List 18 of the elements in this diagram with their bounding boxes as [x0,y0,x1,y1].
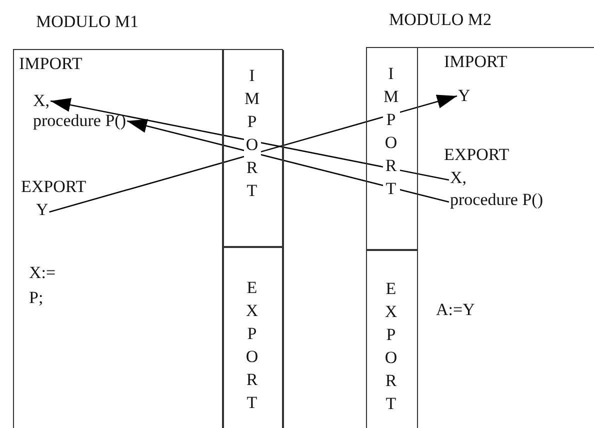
section-label: EXPORT [444,145,510,165]
section-label: X:= [29,263,56,283]
code-text: Y [458,86,470,106]
code-text: procedure P() [33,111,126,131]
code-text: Y [36,200,48,220]
section-label: IMPORT [19,54,82,74]
code-text: X, [450,168,467,188]
code-text: X, [33,91,50,111]
arrow [126,119,450,203]
section-label: EXPORT [21,177,86,197]
module-title: MODULO M2 [389,10,492,30]
module-title: MODULO M1 [36,12,138,32]
section-label: P; [29,288,44,308]
arrow [49,94,458,213]
section-label: IMPORT [444,52,508,72]
section-label: A:=Y [436,300,475,320]
code-text: procedure P() [450,190,543,210]
arrow [50,98,450,181]
